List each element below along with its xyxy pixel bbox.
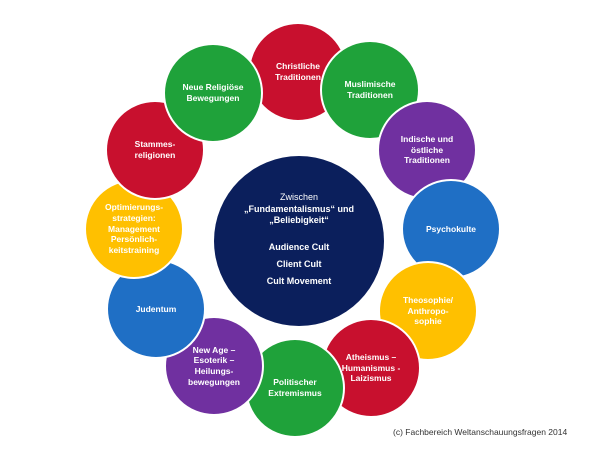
center-sub-client-cult: Client Cult (276, 258, 322, 269)
node-label: Psychokulte (425, 223, 477, 234)
node-label: Politischer Extremismus (268, 377, 322, 398)
node-label: Stammes- religionen (134, 139, 176, 160)
node-label: Christliche Traditionen (275, 61, 321, 82)
center-sub-audience-cult: Audience Cult (268, 241, 330, 252)
node-label: Optimierungs- strategien: Management Per… (104, 202, 164, 255)
node-politischer-extremismus: Politischer Extremismus (245, 338, 345, 438)
node-label: Neue Religiöse Bewegungen (182, 82, 244, 103)
node-label: Judentum (135, 303, 177, 314)
node-label: Atheismus – Humanismus - Laizismus (341, 352, 401, 384)
center-line-2: „Fundamentalismus“ und „Beliebigkeit“ (243, 203, 354, 226)
node-neue-religioese-bewegungen: Neue Religiöse Bewegungen (163, 43, 263, 143)
center-sub-cult-movement: Cult Movement (266, 276, 332, 287)
node-label: New Age – Esoterik – Heilungs- bewegunge… (188, 344, 240, 387)
center-line-1: Zwischen (279, 191, 318, 202)
center-circle: Zwischen „Fundamentalismus“ und „Beliebi… (214, 156, 384, 326)
copyright-notice: (c) Fachbereich Weltanschauungsfragen 20… (393, 427, 568, 437)
node-label: Muslimische Traditionen (344, 79, 396, 100)
node-label: Indische und östliche Traditionen (400, 134, 454, 166)
node-label: Theosophie/ Anthropo- sophie (402, 295, 454, 327)
